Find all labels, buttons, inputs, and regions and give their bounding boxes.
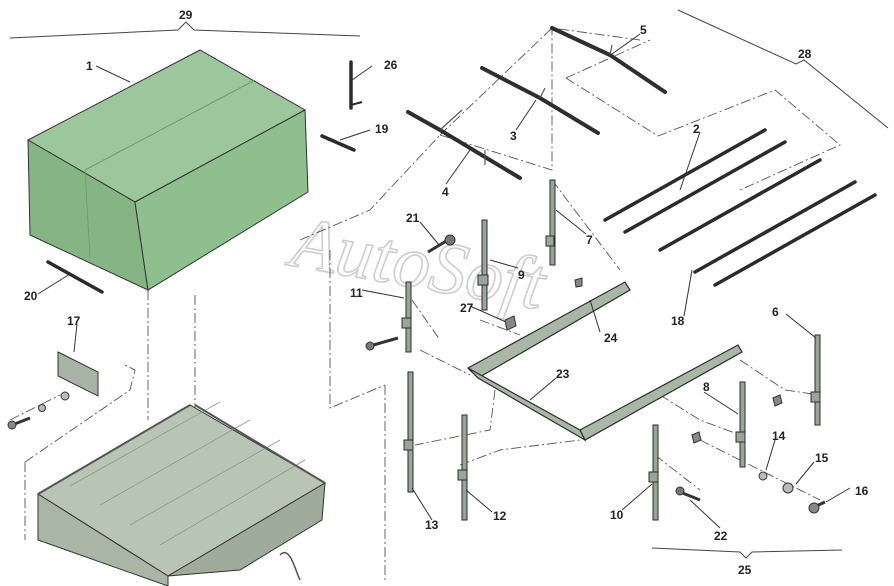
post-13 — [403, 371, 414, 493]
side-rods-2 — [603, 128, 822, 252]
clip-27 — [504, 315, 517, 331]
post-12 — [457, 414, 468, 521]
label-5: 5 — [640, 23, 647, 37]
label-6: 6 — [772, 305, 779, 319]
rod-20 — [46, 260, 104, 294]
post-8 — [735, 381, 746, 468]
truck-body — [37, 401, 326, 586]
label-28: 28 — [798, 47, 812, 61]
callout-labels: 1 2 3 4 5 6 7 8 9 10 11 12 13 14 15 16 1… — [24, 8, 869, 577]
label-12: 12 — [493, 509, 507, 523]
label-2: 2 — [693, 122, 700, 136]
washer-15 — [782, 482, 794, 494]
side-rods-18 — [693, 180, 877, 287]
label-8: 8 — [703, 380, 710, 394]
post-10 — [648, 424, 659, 521]
label-25: 25 — [738, 563, 752, 577]
clip-8 — [691, 431, 702, 444]
bracket-29 — [9, 21, 361, 39]
label-10: 10 — [610, 508, 624, 522]
label-27: 27 — [460, 301, 474, 315]
label-16: 16 — [855, 484, 869, 498]
label-1: 1 — [86, 59, 93, 73]
label-17: 17 — [67, 314, 81, 328]
frame-23 — [467, 281, 743, 442]
assembly-guide-lines — [9, 27, 841, 580]
fasteners-17 — [7, 391, 70, 430]
label-3: 3 — [510, 129, 517, 143]
label-23: 23 — [556, 367, 570, 381]
label-20: 20 — [24, 289, 38, 303]
label-15: 15 — [815, 451, 829, 465]
bolt-21 — [427, 234, 456, 254]
label-18: 18 — [671, 314, 685, 328]
post-6 — [810, 334, 821, 426]
label-13: 13 — [425, 518, 439, 532]
label-22: 22 — [714, 529, 728, 543]
leader-lines — [37, 33, 851, 529]
post-26 — [349, 60, 363, 110]
bracket-28 — [677, 9, 889, 129]
label-24: 24 — [604, 331, 618, 345]
label-4: 4 — [442, 185, 449, 199]
bow-4 — [406, 109, 522, 180]
washer-14 — [758, 471, 768, 481]
bolt-11-screw — [365, 336, 399, 351]
bolt-22 — [675, 486, 701, 502]
post-9 — [477, 219, 489, 311]
label-19: 19 — [375, 122, 389, 136]
label-11: 11 — [350, 286, 363, 300]
plate-17 — [57, 351, 99, 397]
label-29: 29 — [179, 8, 193, 22]
label-26: 26 — [384, 58, 398, 72]
label-21: 21 — [406, 211, 420, 225]
label-9: 9 — [518, 268, 525, 282]
label-7: 7 — [586, 233, 593, 247]
clip-6 — [772, 394, 783, 407]
bow-3 — [480, 66, 600, 135]
post-11 — [401, 281, 412, 353]
tarpaulin-cover — [26, 49, 309, 291]
rod-19 — [320, 134, 356, 152]
bow-5 — [550, 26, 667, 94]
post-7 — [545, 179, 556, 266]
bracket-25 — [651, 547, 843, 559]
label-14: 14 — [772, 429, 786, 443]
bolt-16 — [808, 500, 826, 514]
clip-small — [574, 277, 583, 288]
